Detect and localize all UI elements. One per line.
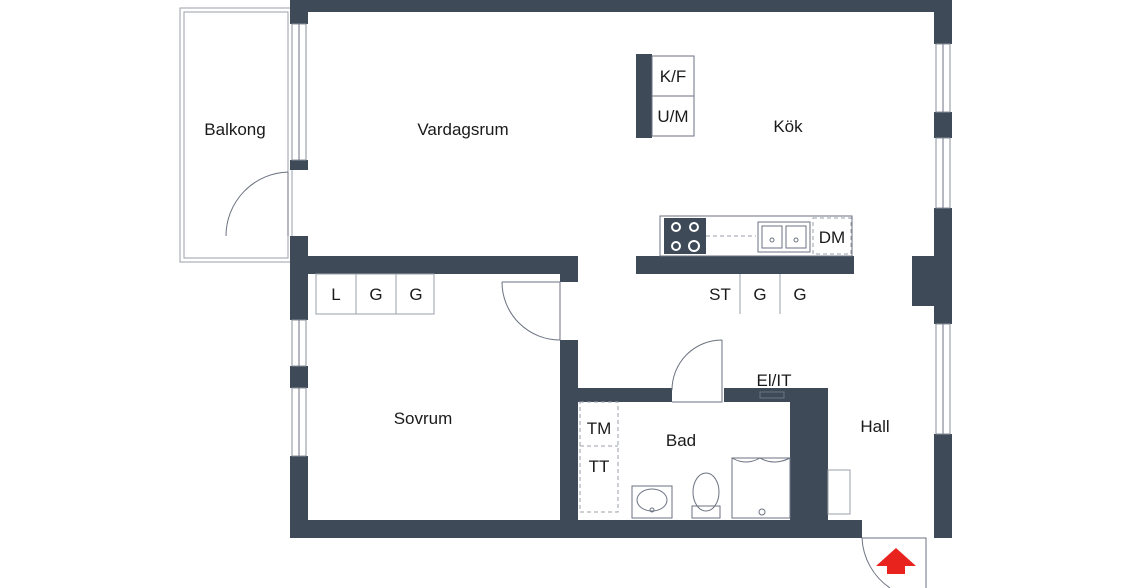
room-label-bad: Bad: [666, 431, 696, 450]
washer-dryer-unit: [579, 401, 619, 513]
stove-icon: [664, 218, 706, 254]
doors: [225, 171, 927, 588]
g-label: G: [753, 285, 766, 304]
sink-icon: [757, 221, 811, 253]
room-label-kok: Kök: [773, 117, 803, 136]
g-label: G: [369, 285, 382, 304]
entrance-arrow-icon: [876, 548, 916, 574]
room-label-balkong: Balkong: [204, 120, 265, 139]
g-label: G: [409, 285, 422, 304]
room-label-vardagsrum: Vardagsrum: [417, 120, 508, 139]
tt-label: TT: [589, 457, 610, 476]
kitchen-storage: [739, 274, 781, 314]
toilet-icon: [691, 472, 721, 519]
dm-label: DM: [819, 228, 845, 247]
st-label: ST: [709, 285, 731, 304]
dishwasher-icon: [812, 217, 852, 255]
um-label: U/M: [657, 107, 688, 126]
fridge-freezer-unit: [651, 55, 695, 137]
washbasin-icon: [631, 485, 673, 519]
l-label: L: [331, 285, 340, 304]
room-label-sovrum: Sovrum: [394, 409, 453, 428]
tm-label: TM: [587, 419, 612, 438]
hall-shelf: [827, 469, 851, 515]
room-label-hall: Hall: [860, 417, 889, 436]
kitchen-counter: [659, 215, 853, 257]
el-it-label: El/IT: [757, 371, 792, 390]
outer-walls: [290, 0, 952, 538]
electrical-cabinet: [759, 391, 785, 399]
shower-icon: [731, 457, 791, 519]
bedroom-wardrobes: [315, 273, 435, 315]
kf-label: K/F: [660, 67, 686, 86]
windows: [291, 23, 951, 457]
g-label: G: [793, 285, 806, 304]
interior-walls: [290, 54, 854, 538]
